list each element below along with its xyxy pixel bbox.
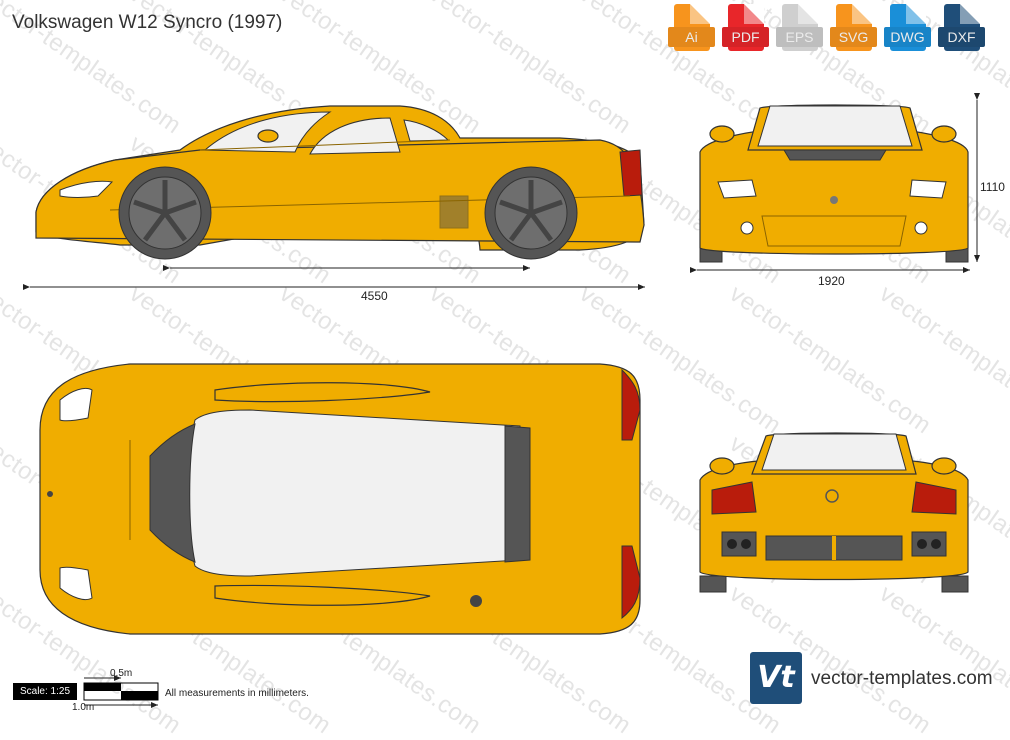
format-download-bar: Ai PDF EPS SVG DWG DXF	[668, 4, 985, 52]
scale-half-label: 0.5m	[110, 668, 133, 679]
format-label: PDF	[722, 27, 769, 47]
download-pdf-button[interactable]: PDF	[722, 4, 769, 52]
scale-full-label: 1.0m	[72, 702, 95, 713]
download-svg-button[interactable]: SVG	[830, 4, 877, 52]
format-label: SVG	[830, 27, 877, 47]
download-eps-button[interactable]: EPS	[776, 4, 823, 52]
format-label: Ai	[668, 27, 715, 47]
rear-view	[699, 432, 969, 593]
rear-wheel-spokes	[499, 180, 563, 242]
top-view	[39, 363, 641, 635]
front-view	[699, 104, 969, 263]
length-dimension-label: 4550	[361, 289, 388, 303]
download-dwg-button[interactable]: DWG	[884, 4, 931, 52]
page-title: Volkswagen W12 Syncro (1997)	[12, 12, 283, 33]
side-view	[35, 105, 645, 260]
format-label: DWG	[884, 27, 931, 47]
front-wheel-spokes	[133, 180, 197, 242]
scale-label: Scale: 1:25	[13, 683, 77, 700]
scale-bar	[83, 675, 159, 708]
height-dimension-label: 1110	[980, 180, 1005, 194]
download-dxf-button[interactable]: DXF	[938, 4, 985, 52]
download-ai-button[interactable]: Ai	[668, 4, 715, 52]
width-dimension-label: 1920	[818, 274, 845, 288]
blueprint-drawing	[23, 93, 980, 708]
site-name-link[interactable]: vector-templates.com	[811, 668, 993, 689]
measurements-note: All measurements in millimeters.	[165, 688, 309, 699]
format-label: EPS	[776, 27, 823, 47]
vt-logo-icon[interactable]: Vt	[750, 652, 802, 704]
format-label: DXF	[938, 27, 985, 47]
